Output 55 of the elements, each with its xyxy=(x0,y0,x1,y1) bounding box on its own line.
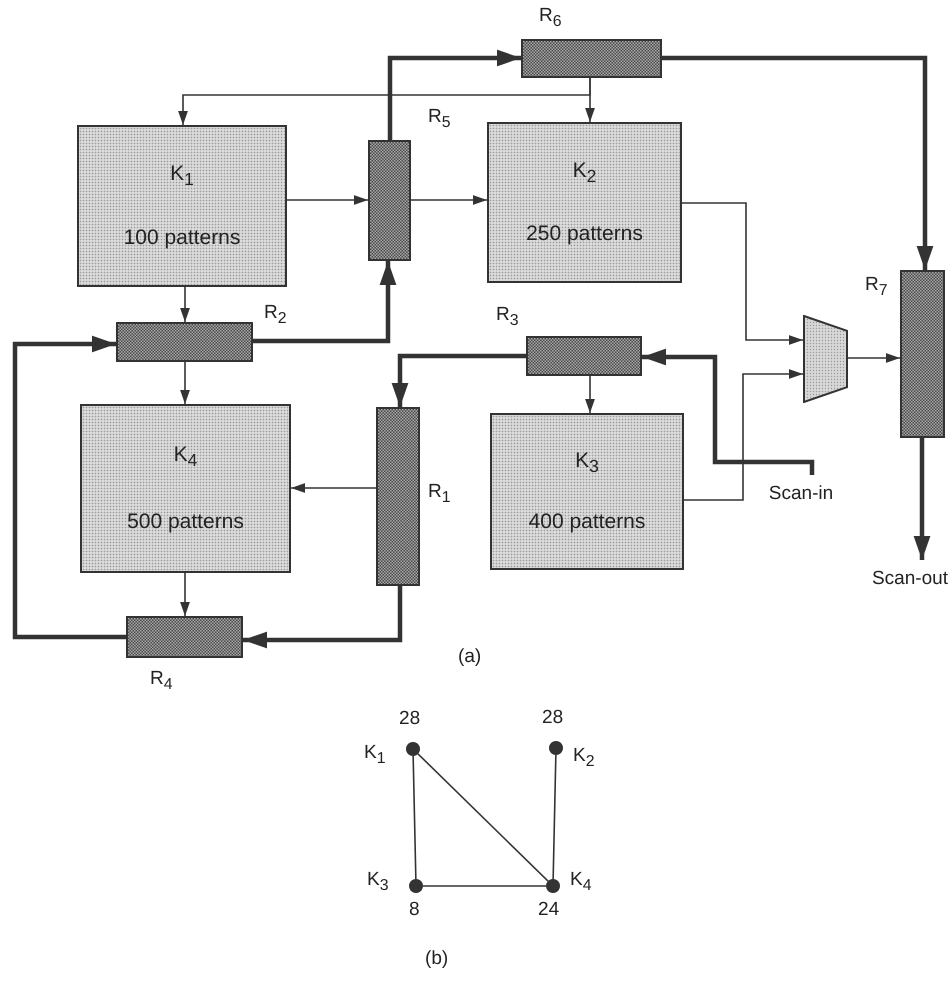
arrow xyxy=(585,376,595,413)
pattern-count: 100 patterns xyxy=(124,226,240,250)
arrow xyxy=(848,353,900,363)
block-name: K$_{2}$ xyxy=(572,159,596,188)
arrow xyxy=(291,483,376,493)
port-name: Scan-out xyxy=(872,568,948,590)
pattern-count: 250 patterns xyxy=(526,222,643,246)
panel-label: (b) xyxy=(425,948,448,970)
vertex-label: K$_{4}$ xyxy=(570,869,592,895)
arrow xyxy=(411,195,487,205)
register-label: R$_{7}$ xyxy=(865,274,888,300)
circuit-block xyxy=(80,404,291,573)
vertex-label: 28 xyxy=(399,708,420,730)
arrow xyxy=(914,438,930,560)
register-label: R$_{4}$ xyxy=(150,668,173,694)
arrow xyxy=(253,261,396,344)
register-label: R$_{3}$ xyxy=(496,304,519,330)
arrow xyxy=(392,354,526,407)
vertex-label: 24 xyxy=(538,899,560,921)
block-name: K$_{4}$ xyxy=(174,443,198,472)
register-label: R$_{6}$ xyxy=(539,5,562,31)
circuit-block xyxy=(487,122,682,283)
arrow xyxy=(585,78,595,122)
register-label: R$_{5}$ xyxy=(428,106,451,132)
circuit-block xyxy=(490,413,684,570)
arrow xyxy=(243,586,402,648)
circuit-block xyxy=(77,125,287,287)
vertex-label: K$_{1}$ xyxy=(364,742,386,768)
arrow xyxy=(388,50,521,140)
arrow xyxy=(682,202,803,345)
panel-label: (a) xyxy=(458,646,482,668)
vertex-label: 8 xyxy=(409,899,420,921)
arrow xyxy=(287,195,368,205)
graph-edge xyxy=(412,756,417,880)
arrow xyxy=(180,573,190,616)
multiplexer-shape xyxy=(803,315,848,403)
block-name: K$_{1}$ xyxy=(170,162,194,191)
block-name: K$_{3}$ xyxy=(575,449,599,478)
arrow xyxy=(180,287,190,322)
register-label: R$_{2}$ xyxy=(264,302,287,328)
graph-edge xyxy=(552,754,557,880)
graph-edge xyxy=(423,885,546,887)
arrow xyxy=(662,56,934,270)
vertex-label: K$_{2}$ xyxy=(573,745,594,771)
vertex-label: K$_{3}$ xyxy=(367,869,388,895)
vertex-label: 28 xyxy=(542,707,564,729)
arrow xyxy=(642,348,814,475)
pattern-count: 500 patterns xyxy=(127,510,244,534)
pattern-count: 400 patterns xyxy=(528,510,646,534)
port-name: Scan-in xyxy=(768,483,834,505)
arrow xyxy=(684,369,803,501)
arrow xyxy=(12,336,126,640)
graph-edge xyxy=(417,753,549,882)
register-label: R$_{1}$ xyxy=(428,481,451,507)
arrow xyxy=(180,362,190,404)
